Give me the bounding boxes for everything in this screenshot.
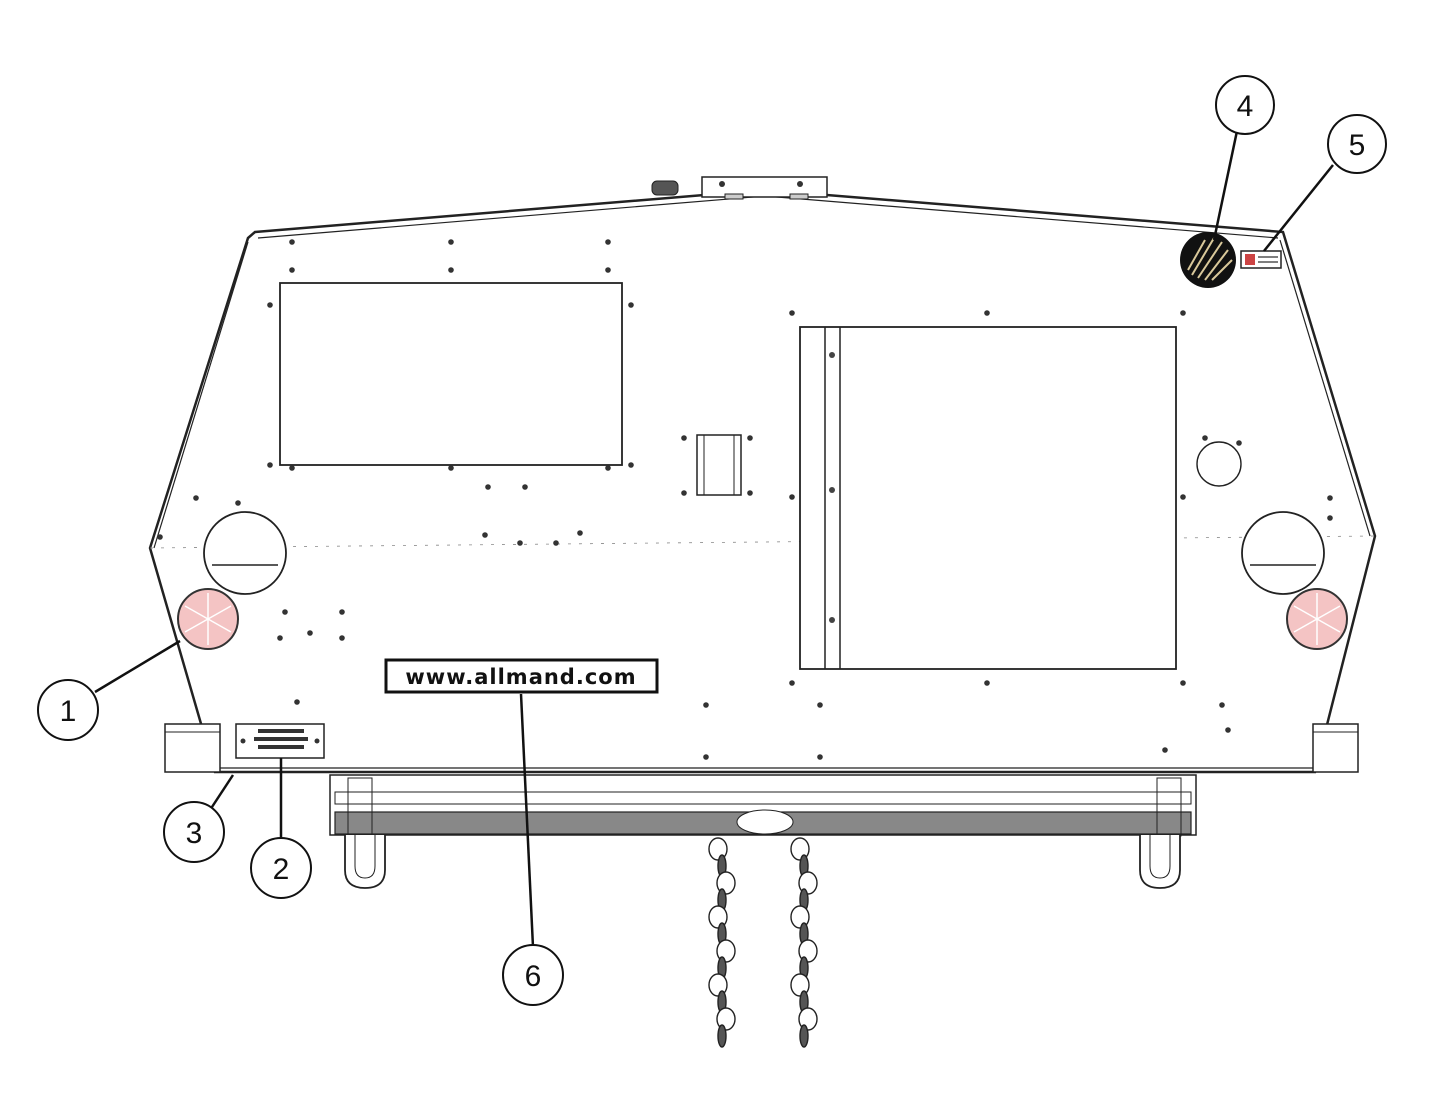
round-decal (1180, 232, 1236, 288)
fastener (605, 239, 611, 245)
fastener (157, 534, 163, 540)
left-tail-light (177, 588, 239, 650)
fastener (577, 530, 583, 536)
chain-link (799, 1024, 809, 1048)
callout-3-label: 3 (186, 817, 203, 850)
fastener (193, 495, 199, 501)
left-bumper (164, 723, 221, 773)
warning-label (1240, 250, 1282, 269)
callout-1: 1 (37, 639, 181, 741)
fastener (277, 635, 283, 641)
fastener (307, 630, 313, 636)
left-skid (344, 835, 386, 889)
callout-5: 5 (1263, 114, 1387, 252)
fastener (747, 490, 753, 496)
fastener (681, 490, 687, 496)
fastener (448, 239, 454, 245)
callout-4: 4 (1212, 75, 1275, 241)
small-round-port (1196, 441, 1242, 487)
fastener (1327, 495, 1333, 501)
fastener (522, 484, 528, 490)
right-skid (1139, 835, 1181, 889)
callout-6: 6 (502, 693, 564, 1006)
fastener (339, 609, 345, 615)
right-round-opening (1241, 511, 1325, 595)
fastener (294, 699, 300, 705)
fastener (267, 462, 273, 468)
website-decal: www.allmand.com (384, 658, 659, 694)
fastener (517, 540, 523, 546)
chain-link (717, 1024, 727, 1048)
fastener (448, 267, 454, 273)
callout-3: 3 (163, 774, 235, 863)
fastener (1225, 727, 1231, 733)
callout-5-label: 5 (1349, 129, 1366, 162)
panel-fasteners (157, 239, 1333, 760)
fastener (235, 500, 241, 506)
website-label: www.allmand.com (405, 665, 636, 689)
fastener (289, 239, 295, 245)
fastener (1236, 440, 1242, 446)
right-bumper (1312, 723, 1359, 773)
left-round-opening (203, 511, 287, 595)
fastener (1180, 680, 1186, 686)
right-tail-light (1286, 588, 1348, 650)
callout-4-label: 4 (1237, 90, 1254, 123)
fastener (703, 702, 709, 708)
fastener (984, 310, 990, 316)
fastener (553, 540, 559, 546)
fastener (485, 484, 491, 490)
fastener (789, 680, 795, 686)
fastener (282, 609, 288, 615)
fastener (1180, 310, 1186, 316)
fastener (482, 532, 488, 538)
fastener (289, 267, 295, 273)
fastener (448, 465, 454, 471)
fastener (789, 494, 795, 500)
fastener (1327, 515, 1333, 521)
top-bracket (651, 176, 828, 200)
right-access-door (799, 326, 1177, 670)
callout-6-label: 6 (525, 960, 542, 993)
left-access-panel (279, 282, 623, 466)
safety-chains (708, 837, 818, 1048)
fastener (681, 435, 687, 441)
fastener (703, 754, 709, 760)
fastener (1180, 494, 1186, 500)
fastener (984, 680, 990, 686)
serial-plate (235, 723, 325, 759)
fastener (1202, 435, 1208, 441)
fastener (267, 302, 273, 308)
fastener (1219, 702, 1225, 708)
callout-2: 2 (250, 758, 312, 899)
fastener (628, 302, 634, 308)
callout-1-label: 1 (60, 695, 77, 728)
fastener (817, 702, 823, 708)
center-port (696, 434, 742, 496)
fastener (628, 462, 634, 468)
fastener (289, 465, 295, 471)
fastener (1162, 747, 1168, 753)
fastener (605, 267, 611, 273)
fastener (339, 635, 345, 641)
fastener (789, 310, 795, 316)
fastener (605, 465, 611, 471)
bottom-frame (329, 774, 1197, 837)
callout-2-label: 2 (273, 853, 290, 886)
fastener (747, 435, 753, 441)
fastener (817, 754, 823, 760)
